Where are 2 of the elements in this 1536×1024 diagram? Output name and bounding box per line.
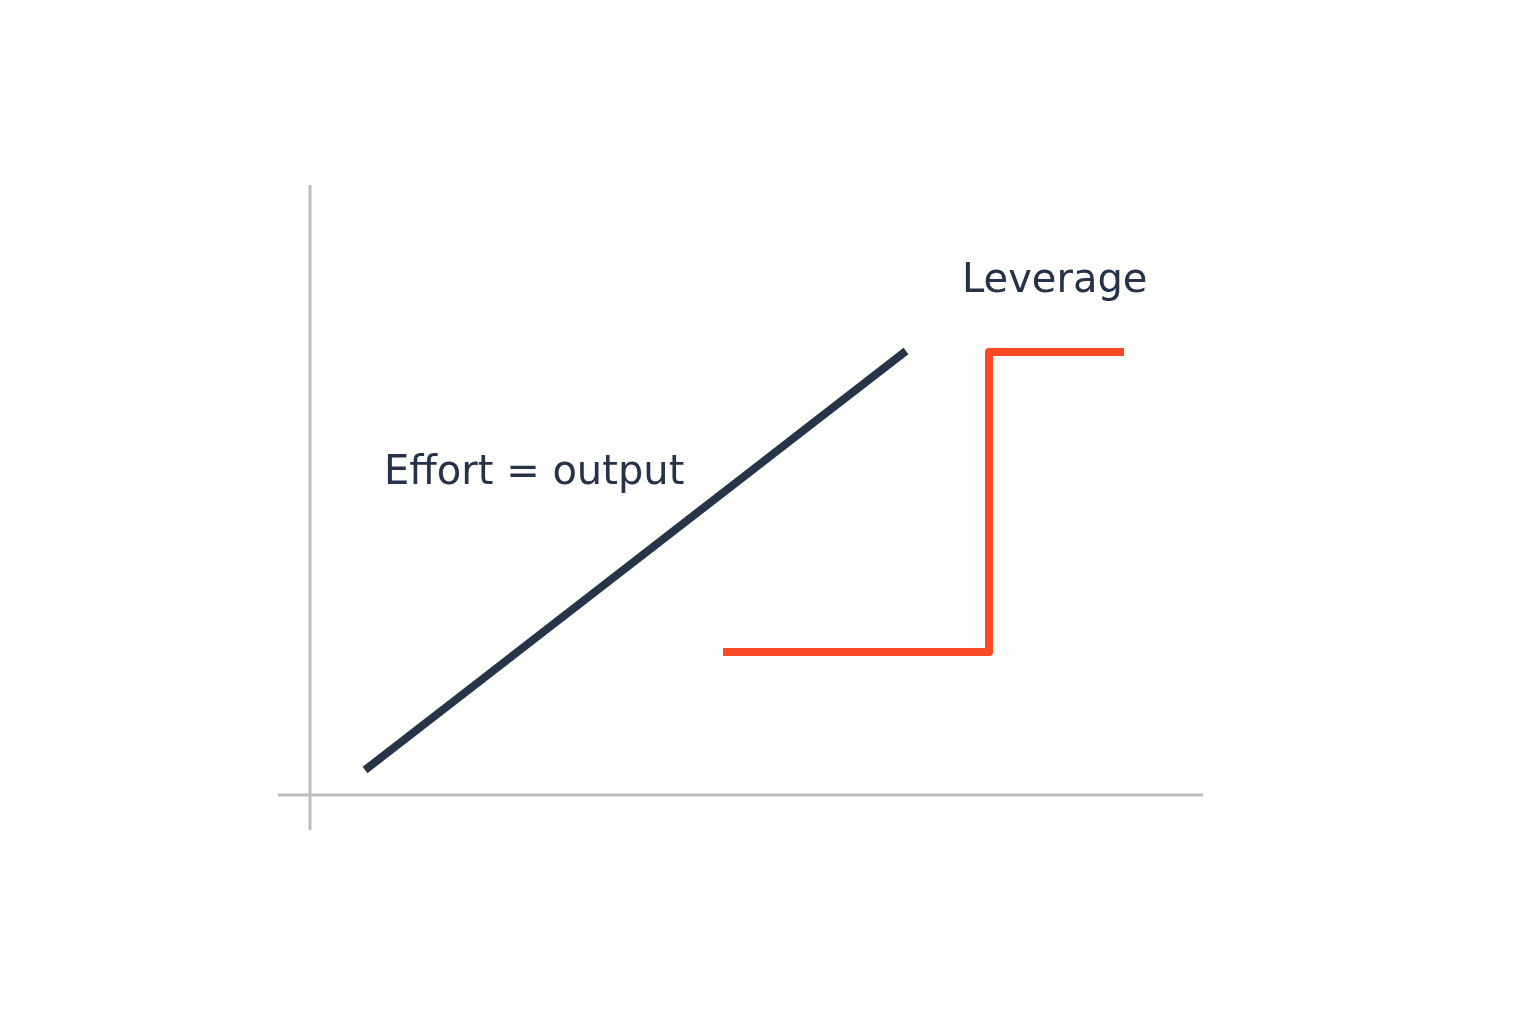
chart-label: Effort = output	[384, 446, 685, 494]
chart-label: Leverage	[962, 254, 1148, 302]
